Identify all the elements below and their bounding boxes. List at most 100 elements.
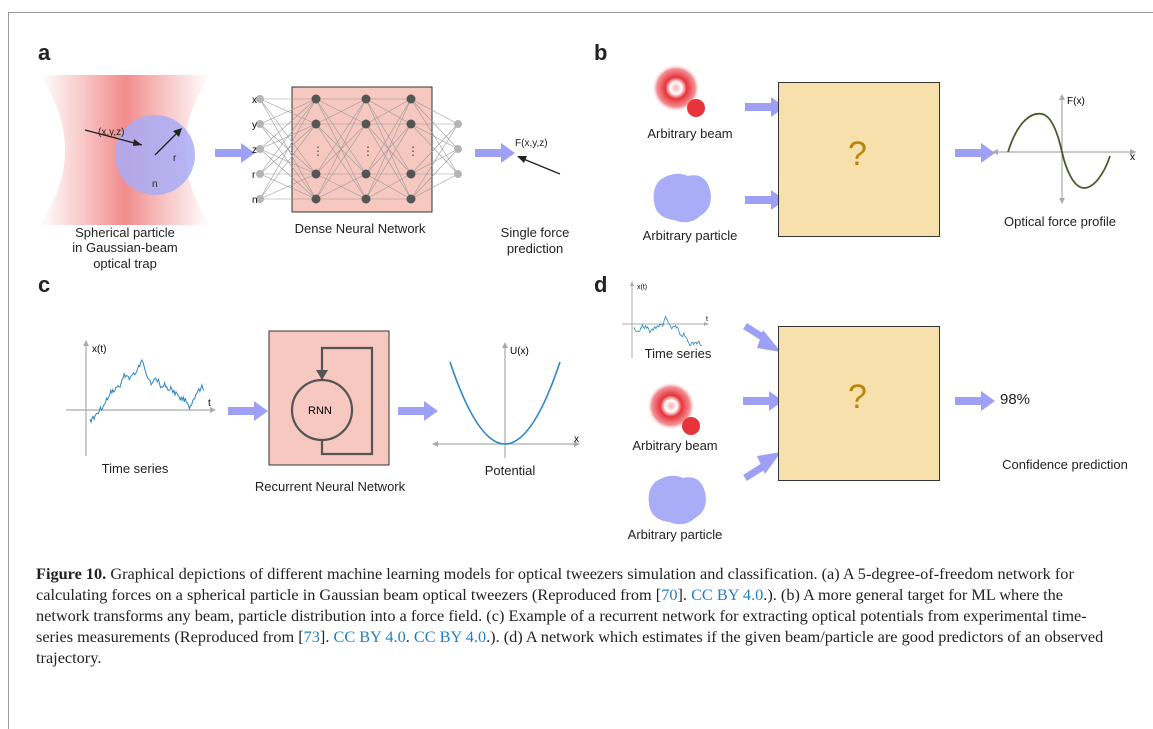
caption-text-5: . <box>405 627 414 646</box>
network-connection <box>259 98 317 175</box>
arrow-c1 <box>228 401 268 421</box>
arbitrary-beam-icon-b <box>652 64 705 117</box>
coords-label: (x,y,z) <box>98 127 124 138</box>
input-label-r: r <box>252 170 256 181</box>
network-connection <box>410 123 459 150</box>
network-node <box>256 170 264 178</box>
caption-text-6: .). (d) A network which estimates if the… <box>36 627 1104 667</box>
network-connection <box>410 148 459 200</box>
network-node <box>361 119 371 129</box>
network-node <box>406 169 416 179</box>
beam-label-b: Arbitrary beam <box>647 126 733 141</box>
ref-73-link[interactable]: 73 <box>303 627 320 646</box>
license-link-2[interactable]: CC BY 4.0 <box>333 627 406 646</box>
input-label-z: z <box>252 145 257 156</box>
unknown-model-box-d <box>778 326 940 481</box>
network-connection <box>259 98 317 125</box>
potential-curve <box>449 361 561 445</box>
rnn-label: RNN <box>308 405 332 417</box>
network-node <box>256 145 264 153</box>
force-profile-caption: Optical force profile <box>1004 214 1116 229</box>
pot-x-label: x <box>574 434 579 445</box>
pot-caption: Potential <box>484 463 536 478</box>
caption-text-1: Graphical depictions of different machin… <box>36 564 1074 604</box>
network-connection <box>410 98 459 125</box>
network-connection <box>365 123 412 200</box>
time-series-plot-d: x(t) t <box>622 281 709 358</box>
network-caption: Dense Neural Network <box>294 221 426 236</box>
network-connection <box>365 98 412 175</box>
network-node <box>361 94 371 104</box>
dense-neural-network-diagram: x y z r n ⋮ ⋮ ⋮ <box>252 86 462 213</box>
prediction-caption-1: Single force <box>500 225 570 240</box>
figure-frame-left <box>8 12 9 729</box>
arbitrary-particle-icon-d <box>648 475 706 525</box>
force-profile-plot: F(x) x <box>992 94 1136 204</box>
figure-caption: Figure 10. Graphical depictions of diffe… <box>36 563 1116 668</box>
network-node <box>256 120 264 128</box>
ts-c-y-label: x(t) <box>92 344 106 355</box>
time-series-plot-c: x(t) t <box>66 340 216 456</box>
ref-70-link[interactable]: 70 <box>661 585 678 604</box>
caption-text-2: ]. <box>677 585 692 604</box>
input-label-y: y <box>252 120 257 131</box>
network-connection <box>315 98 367 125</box>
network-connection <box>315 98 367 200</box>
ts-d-x-label: t <box>706 316 708 323</box>
arbitrary-particle-icon-b <box>653 173 711 223</box>
arrow-d2 <box>743 391 783 411</box>
network-node <box>361 194 371 204</box>
network-connection <box>259 173 317 200</box>
arrow-b3 <box>955 143 995 163</box>
network-node <box>311 119 321 129</box>
particle-caption-1: Spherical particle <box>75 225 175 240</box>
ellipsis-1: ⋮ <box>312 144 324 158</box>
arrow-a1 <box>215 143 255 163</box>
arrow-d3 <box>743 452 781 481</box>
network-connection <box>410 123 459 175</box>
ts-c-x-label: t <box>208 398 211 409</box>
input-label-x: x <box>252 95 257 106</box>
panel-a-letter: a <box>38 40 51 65</box>
pot-y-label: U(x) <box>510 346 529 357</box>
license-link-3[interactable]: CC BY 4.0 <box>413 627 487 646</box>
arrow-d1 <box>743 323 781 352</box>
gaussian-beam-particle-illustration: (x,y,z) r n <box>40 75 210 225</box>
confidence-value: 98% <box>1000 391 1031 408</box>
panel-d-letter: d <box>594 272 608 297</box>
network-node <box>406 94 416 104</box>
network-connection <box>259 98 317 150</box>
network-node <box>311 169 321 179</box>
arrow-d4 <box>955 391 995 411</box>
confidence-caption: Confidence prediction <box>1002 457 1128 472</box>
input-label-n: n <box>252 195 258 206</box>
network-connection <box>315 173 367 200</box>
network-node <box>311 194 321 204</box>
particle-label-b: Arbitrary particle <box>642 228 738 243</box>
potential-plot: U(x) x <box>432 342 580 458</box>
license-link-1[interactable]: CC BY 4.0 <box>691 585 764 604</box>
network-node <box>256 195 264 203</box>
radius-label: r <box>173 153 177 164</box>
ellipsis-2: ⋮ <box>362 144 374 158</box>
network-node <box>454 170 462 178</box>
panel-b-letter: b <box>594 40 608 65</box>
unknown-model-box-b <box>778 82 940 237</box>
network-connection <box>365 98 412 200</box>
arbitrary-beam-icon-d <box>647 382 700 435</box>
network-node <box>256 95 264 103</box>
network-connection <box>315 98 367 175</box>
arrow-a2 <box>475 143 515 163</box>
panel-c-letter: c <box>38 272 51 297</box>
ts-c-caption: Time series <box>101 461 169 476</box>
recurrent-loop <box>320 346 374 456</box>
particle-label-d: Arbitrary particle <box>627 527 723 542</box>
figure-frame-top <box>8 12 1153 13</box>
particle-caption-3: optical trap <box>93 256 157 271</box>
rnn-caption: Recurrent Neural Network <box>254 479 406 494</box>
ts-d-caption: Time series <box>644 346 712 361</box>
network-connection <box>365 173 412 200</box>
network-node <box>406 194 416 204</box>
force-axis-x-label: x <box>1130 152 1135 163</box>
network-node <box>361 169 371 179</box>
